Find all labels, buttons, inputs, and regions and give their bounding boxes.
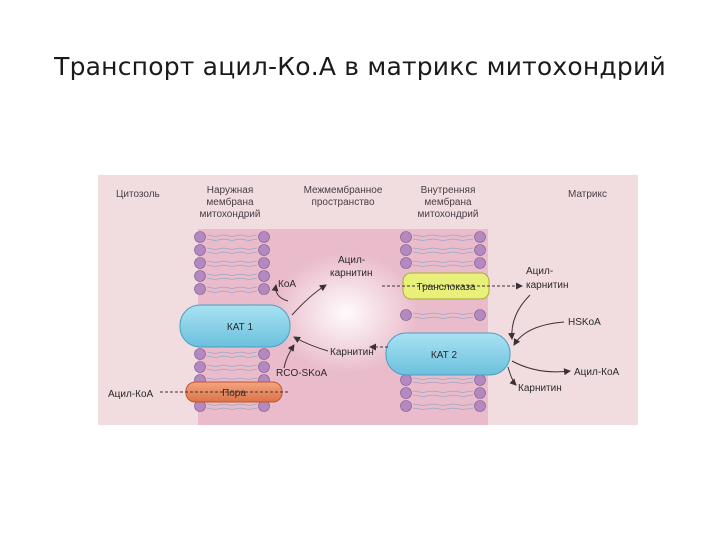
kat2-protein — [385, 332, 511, 376]
acyl-carnitine-right-1: Ацил- — [526, 266, 553, 277]
translocase-label: Транслоказа — [417, 282, 476, 293]
koa-label: КоА — [278, 279, 296, 290]
lipid-head — [258, 231, 270, 243]
lipid-head — [258, 270, 270, 282]
lipid-tail — [206, 238, 258, 241]
lipid-head — [194, 348, 206, 360]
kat1-label: КАТ 1 — [227, 322, 254, 333]
kat2-label: КАТ 2 — [431, 350, 458, 361]
lipid-tail — [412, 403, 474, 406]
lipid-head — [194, 283, 206, 295]
lipid-head — [474, 231, 486, 243]
lipid-head — [194, 231, 206, 243]
lipid-head — [258, 283, 270, 295]
lipid-tail — [412, 251, 474, 254]
lipid-tail — [412, 247, 474, 250]
lipid-tail — [412, 234, 474, 237]
arrow-kat1-to-acylcarnitine — [291, 284, 327, 316]
arrow-kat2-to-acylkoa — [511, 360, 571, 376]
intermembrane-glow — [274, 253, 418, 373]
carnitine-right-label: Карнитин — [518, 383, 562, 394]
lipid-tail — [206, 364, 258, 367]
header-outer-membrane-1: Наружная — [207, 185, 254, 196]
lipid-tail — [206, 260, 258, 263]
header-inner-membrane-1: Внутренняя — [421, 185, 476, 196]
lipid-tail — [412, 377, 474, 380]
acyl-carnitine-right-2: карнитин — [526, 280, 569, 291]
lipid-head — [400, 387, 412, 399]
lipid-tail — [206, 368, 258, 371]
lipid-tail — [206, 377, 258, 380]
header-intermembrane-2: пространство — [311, 197, 375, 208]
lipid-head — [194, 270, 206, 282]
lipid-tail — [412, 316, 474, 319]
arrow-kat1-to-koa — [271, 284, 289, 302]
lipid-head — [400, 309, 412, 321]
lipid-tail — [206, 264, 258, 267]
lipid-head — [194, 361, 206, 373]
arrow-hskoa-to-kat2 — [513, 321, 565, 346]
header-inner-membrane-2: мембрана — [424, 196, 472, 208]
acyl-carnitine-mid-2: карнитин — [330, 268, 373, 279]
header-cytosol: Цитозоль — [116, 189, 160, 200]
header-inner-membrane-3: митохондрий — [418, 209, 479, 220]
hskoa-label: HSKoA — [568, 317, 601, 328]
lipid-head — [474, 400, 486, 412]
lipid-tail — [412, 238, 474, 241]
lipid-tail — [206, 407, 258, 410]
lipid-head — [400, 257, 412, 269]
lipid-tail — [206, 351, 258, 354]
carnitine-mid-label: Карнитин — [330, 347, 374, 358]
lipid-head — [474, 387, 486, 399]
lipid-head — [474, 374, 486, 386]
lipid-head — [194, 244, 206, 256]
lipid-tail — [412, 407, 474, 410]
lipid-tail — [206, 290, 258, 293]
arrow-acylcarnitine-to-kat2 — [508, 294, 531, 340]
lipid-head — [400, 231, 412, 243]
header-matrix: Матрикс — [568, 189, 607, 200]
lipid-tail — [412, 260, 474, 263]
acyl-carnitine-mid-1: Ацил- — [338, 255, 365, 266]
header-outer-membrane-3: митохондрий — [200, 209, 261, 220]
arrow-kat2-to-carnitine — [507, 366, 517, 386]
lipid-tail — [206, 251, 258, 254]
header-outer-membrane-2: мембрана — [206, 196, 254, 208]
acyl-koa-left-label: Ацил-КоА — [108, 389, 154, 400]
membranes — [194, 231, 486, 412]
rco-skoa-label: RCO-SKoA — [276, 368, 327, 379]
lipid-head — [258, 361, 270, 373]
lipid-head — [258, 348, 270, 360]
arrow-rcoskoa-to-kat1 — [283, 344, 295, 369]
lipid-head — [400, 244, 412, 256]
acyl-koa-right-label: Ацил-КоА — [574, 367, 620, 378]
carnitine-shuttle-diagram: Цитозоль Наружная мембрана митохондрий М… — [98, 175, 638, 425]
lipid-head — [474, 244, 486, 256]
kat1-protein — [179, 304, 291, 348]
lipid-tail — [206, 247, 258, 250]
lipid-tail — [412, 381, 474, 384]
slide-title: Транспорт ацил-Ко.А в матрикс митохондри… — [54, 52, 666, 81]
lipid-head — [400, 400, 412, 412]
arrow-carnitine-to-kat1 — [293, 336, 329, 352]
lipid-tail — [412, 312, 474, 315]
lipid-tail — [206, 403, 258, 406]
lipid-head — [400, 374, 412, 386]
lipid-head — [194, 257, 206, 269]
lipid-head — [474, 257, 486, 269]
lipid-tail — [412, 394, 474, 397]
lipid-tail — [412, 390, 474, 393]
lipid-head — [474, 309, 486, 321]
pore-label: Пора — [222, 388, 246, 399]
lipid-tail — [206, 234, 258, 237]
lipid-tail — [206, 286, 258, 289]
header-intermembrane-1: Межмембранное — [304, 184, 383, 196]
lipid-tail — [206, 277, 258, 280]
lipid-tail — [412, 264, 474, 267]
lipid-tail — [206, 273, 258, 276]
lipid-head — [258, 244, 270, 256]
lipid-tail — [206, 355, 258, 358]
lipid-head — [258, 257, 270, 269]
